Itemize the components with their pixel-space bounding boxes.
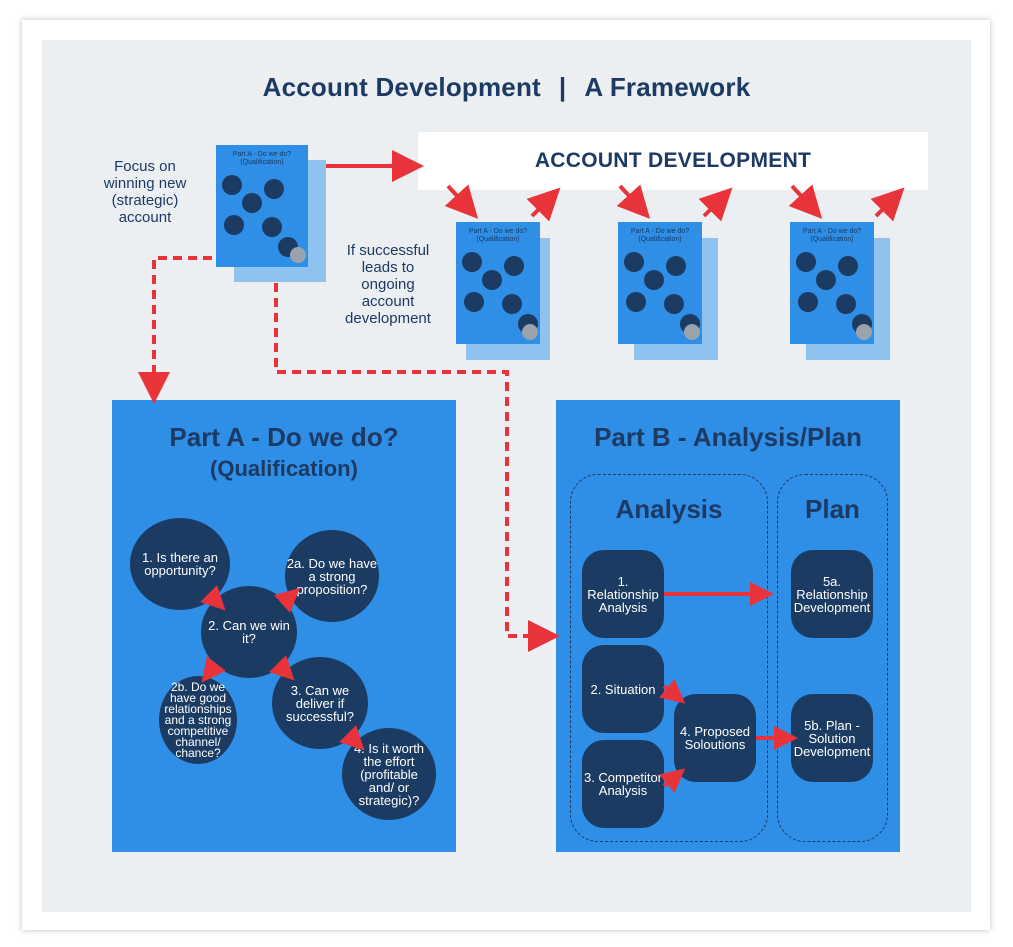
plan-group	[777, 474, 888, 842]
mini-card-title: Part A - Do we do? (Qualification)	[802, 228, 862, 243]
mini-node	[224, 215, 244, 235]
mini-node	[462, 252, 482, 272]
part-b-title: Part B - Analysis/Plan	[594, 422, 862, 452]
mini-node	[242, 193, 262, 213]
dashed-to-part-a	[138, 256, 212, 404]
mini-node	[504, 256, 524, 276]
mini-card: Part A - Do we do? (Qualification)	[790, 222, 874, 344]
node-relationships: 2b. Do we have good relationships and a …	[159, 676, 237, 764]
analysis-heading: Analysis	[615, 494, 723, 524]
mini-node	[836, 294, 856, 314]
part-a-subtitle: (Qualification)	[210, 456, 358, 481]
mini-node	[644, 270, 664, 290]
mini-node	[664, 294, 684, 314]
dashed-to-part-b	[274, 283, 560, 652]
mini-card: Part A - Do we do? (Qualification)	[456, 222, 540, 344]
mini-node	[222, 175, 242, 195]
plan-heading: Plan	[805, 494, 860, 524]
mini-card-title: Part A - Do we do? (Qualification)	[468, 228, 528, 243]
part-a-title: Part A - Do we do?	[169, 422, 399, 452]
arrow-n2-n2b	[201, 656, 226, 683]
mini-node	[838, 256, 858, 276]
arrow-in-1	[444, 184, 479, 219]
node-strong-proposition: 2a. Do we have a strong proposition?	[285, 530, 379, 622]
mini-node	[264, 179, 284, 199]
mini-card: Part A - Do we do? (Qualification)	[216, 145, 308, 267]
mini-node	[464, 292, 484, 312]
analysis-group	[570, 474, 768, 842]
box-relationship-development: 5a. Relationship Development	[791, 550, 873, 638]
mini-node	[626, 292, 646, 312]
arrow-n1-n2	[200, 585, 226, 611]
arrow-out-3	[870, 187, 905, 222]
arrow-n3-n4	[339, 725, 365, 751]
title-right: A Framework	[584, 72, 751, 102]
mini-node	[666, 256, 686, 276]
mini-node	[502, 294, 522, 314]
mini-card: Part A - Do we do? (Qualification)	[618, 222, 702, 344]
mini-node	[798, 292, 818, 312]
mini-question-icon	[684, 324, 700, 340]
box-relationship-analysis: 1. Relationship Analysis	[582, 550, 664, 638]
ongoing-label: If successful leads to ongoing account d…	[345, 242, 431, 327]
arrow-out-2	[698, 187, 733, 222]
arrow-n2-n2a	[274, 588, 300, 613]
focus-label: Focus on winning new (strategic) account	[103, 158, 187, 226]
page-title: Account Development | A Framework	[42, 72, 971, 103]
mini-node	[262, 217, 282, 237]
mini-node	[816, 270, 836, 290]
mini-node	[482, 270, 502, 290]
mini-question-icon	[522, 324, 538, 340]
arrow-in-2	[616, 184, 651, 219]
title-left: Account Development	[262, 72, 541, 102]
mini-node	[624, 252, 644, 272]
node-worth-effort: 4. Is it worth the effort (profitable an…	[342, 728, 436, 820]
box-situation: 2. Situation	[582, 645, 664, 733]
title-separator: |	[558, 72, 567, 102]
mini-card-title: Part A - Do we do? (Qualification)	[232, 151, 292, 166]
box-proposed-solutions: 4. Proposed Soloutions	[674, 694, 756, 782]
mini-question-icon	[290, 247, 306, 263]
account-development-bar: ACCOUNT DEVELOPMENT	[418, 132, 928, 190]
mini-question-icon	[856, 324, 872, 340]
box-competitor-analysis: 3. Competitor Analysis	[582, 740, 664, 828]
arrow-in-3	[788, 184, 823, 219]
box-solution-development: 5b. Plan - Solution Development	[791, 694, 873, 782]
mini-card-title: Part A - Do we do? (Qualification)	[630, 228, 690, 243]
arrow-b3-b4	[659, 768, 686, 793]
arrow-out-1	[526, 187, 561, 222]
arrow-b2-b4	[659, 679, 686, 704]
arrow-n2-n3	[269, 655, 295, 681]
mini-node	[796, 252, 816, 272]
